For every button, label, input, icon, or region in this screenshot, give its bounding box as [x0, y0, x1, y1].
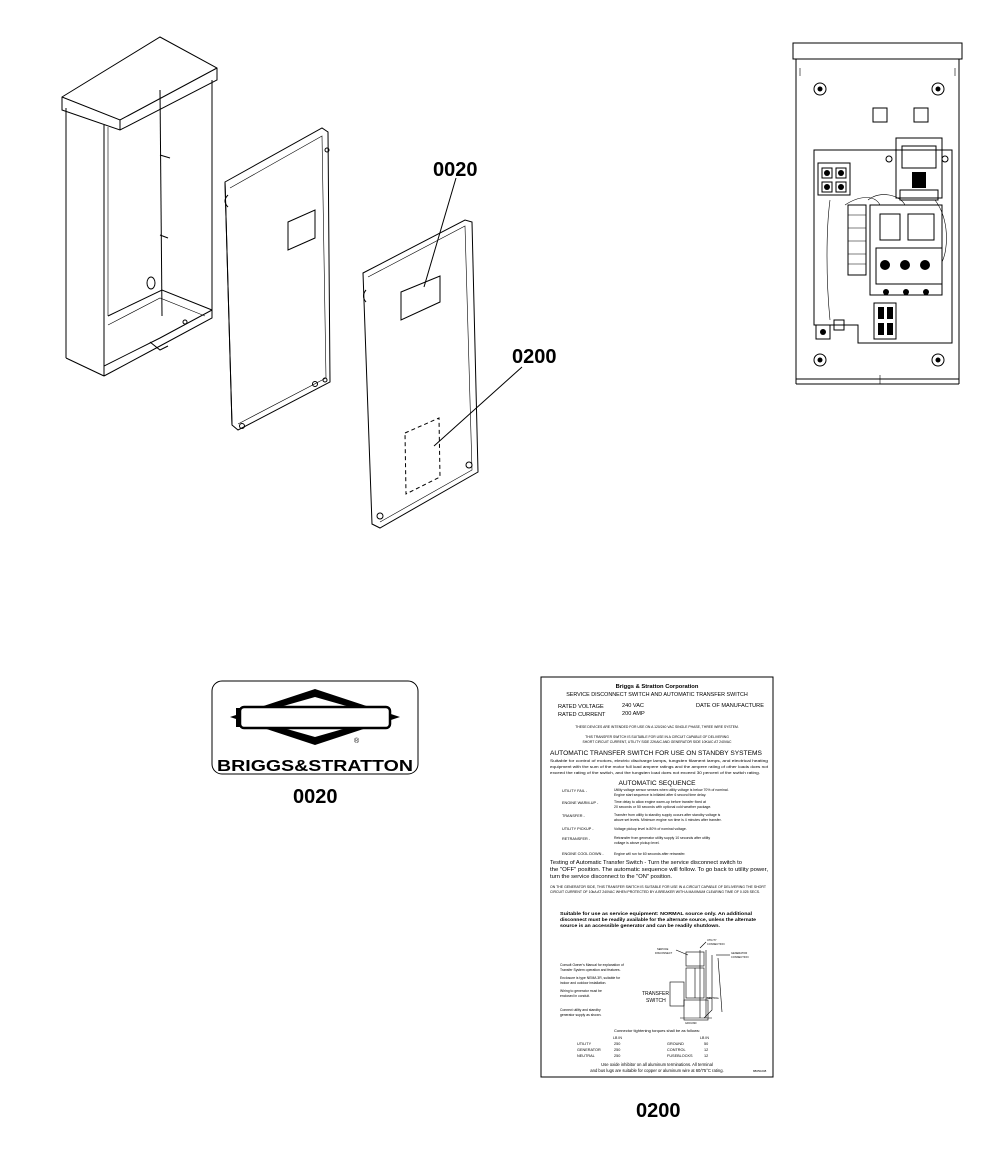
sequence-heading: AUTOMATIC SEQUENCE: [618, 780, 696, 787]
torque-unit-right: LB IN: [700, 1036, 709, 1040]
testing-line-1: Testing of Automatic Transfer Switch - T…: [550, 860, 742, 866]
diagram-transfer-switch: TRANSFER: [642, 991, 669, 997]
ats-para-2: equipment with the sum of the motor full…: [550, 764, 769, 769]
note-line: enclosed in conduit.: [560, 994, 590, 998]
enclosure-drawing: [61, 36, 218, 377]
seq-val: Time delay to allow engine warm-up befor…: [614, 800, 706, 804]
callout-0020-top: 0020: [433, 159, 478, 181]
seq-val: Utility voltage sensor senses when utili…: [614, 788, 729, 792]
ats-para-1: Suitable for control of motors, electric…: [550, 758, 768, 763]
seq-val: 20 seconds or 50 seconds with optional c…: [614, 805, 711, 809]
rated-voltage-value: 240 VAC: [622, 703, 644, 709]
torque-val: 250: [614, 1042, 620, 1046]
seq-val: Retransfer from generator utility supply…: [614, 836, 710, 840]
suitable-line-1: THIS TRANSFER SWITCH IS SUITABLE FOR USE…: [585, 735, 729, 739]
generator-side-line-2: CIRCUIT CURRENT OF 10kA AT 240VAC WHEN P…: [550, 890, 760, 894]
data-label-0200: Briggs & Stratton Corporation SERVICE DI…: [540, 676, 774, 1078]
note-line: Consult Owner's Manual for explanation o…: [560, 963, 624, 967]
service-equipment-line-2: disconnect must be readily available for…: [560, 917, 756, 922]
callout-0200-label: 0200: [636, 1100, 681, 1122]
seq-key: UTILITY PICKUP -: [562, 827, 594, 831]
footer-line-2: and bus lugs are suitable for copper or …: [590, 1068, 723, 1073]
torque-val: 12: [704, 1054, 708, 1058]
seq-val: above set levels. Minimum engine run tim…: [614, 818, 722, 822]
seq-key: RETRANSFER -: [562, 837, 591, 841]
service-equipment-line-1: Suitable for use as service equipment: N…: [560, 911, 752, 916]
torque-val: 12: [704, 1048, 708, 1052]
date-of-manufacture-label: DATE OF MANUFACTURE: [696, 703, 764, 709]
torque-key: UTILITY: [577, 1042, 592, 1046]
diagram-transfer-switch-2: SWITCH: [646, 998, 666, 1004]
logo-brand-text: BRIGGS&STRATTON: [217, 758, 413, 775]
diagram-service-disconnect: SERVICE: [657, 947, 669, 951]
label-part-number: 88050208: [753, 1069, 767, 1073]
rated-voltage-label: RATED VOLTAGE: [558, 704, 604, 710]
seq-val: Engine start sequence is initiated after…: [614, 793, 706, 797]
outer-cover-drawing: [362, 177, 523, 529]
torque-val: 250: [614, 1048, 620, 1052]
torque-key: CONTROL: [667, 1048, 686, 1052]
generator-side-line-1: ON THE GENERATOR SIDE, THIS TRANSFER SWI…: [550, 885, 766, 889]
diagram-neutral: NEUTRAL: [707, 996, 720, 1000]
seq-val: Engine will run for 60 seconds after ret…: [614, 852, 685, 856]
diagram-generator-connection-2: CONNECTION: [731, 955, 749, 959]
note-line: Enclosure is type NEMA 3R, suitable for: [560, 976, 621, 980]
diagram-ground: GROUND: [685, 1021, 697, 1025]
seq-key: ENGINE WARM-UP -: [562, 801, 599, 805]
seq-key: ENGINE COOL DOWN -: [562, 852, 604, 856]
testing-line-3: turn the service disconnect to the "ON" …: [550, 874, 672, 880]
wiring-diagram: SERVICE DISCONNECT UTILITY CONNECTION GE…: [642, 938, 749, 1025]
screw-icon: [813, 82, 945, 367]
seq-key: UTILITY FAIL -: [562, 789, 588, 793]
inner-door-drawing: [224, 127, 331, 431]
note-line: Wiring to generator must be: [560, 989, 602, 993]
rated-current-label: RATED CURRENT: [558, 712, 606, 718]
testing-line-2: the "OFF" position. The automatic sequen…: [550, 867, 768, 873]
suitable-line-2: SHORT CIRCUIT CURRENT, UTILITY SIDE 22KA…: [582, 740, 732, 744]
torque-heading: Connector tightening torques shall be as…: [614, 1028, 700, 1033]
seq-val: Voltage pickup level is 80% of nominal v…: [614, 827, 687, 831]
seq-key: TRANSFER -: [562, 814, 586, 818]
intended-line: THESE DEVICES ARE INTENDED FOR USE ON A …: [575, 725, 739, 729]
seq-val: voltage is above pickup level.: [614, 841, 660, 845]
logo-reg-mark: ®: [354, 737, 360, 745]
briggs-stratton-logo: ® BRIGGS&STRATTON: [211, 680, 419, 775]
note-line: Connect utility and standby: [560, 1008, 601, 1012]
callout-0020-logo: 0020: [293, 786, 338, 808]
panel-front-view: [792, 42, 963, 385]
torque-key: GENERATOR: [577, 1048, 601, 1052]
ats-para-3: exceed the rating of the switch, and the…: [550, 770, 760, 775]
service-equipment-line-3: source is an accessible generator and ca…: [560, 923, 720, 928]
rated-current-value: 200 AMP: [622, 711, 645, 717]
callout-0200-top: 0200: [512, 346, 557, 368]
note-line: Transfer System operation and features.: [560, 968, 621, 972]
seq-val: Transfer from utility to standby supply …: [614, 813, 721, 817]
diagram-utility-connection-2: CONNECTION: [707, 942, 725, 946]
torque-key: GROUND: [667, 1042, 684, 1046]
ats-heading: AUTOMATIC TRANSFER SWITCH FOR USE ON STA…: [550, 750, 762, 757]
label-title: SERVICE DISCONNECT SWITCH AND AUTOMATIC …: [566, 692, 748, 698]
note-line: generator supply as shown.: [560, 1013, 602, 1017]
footer-line-1: Use oxide inhibitor on all aluminum term…: [601, 1062, 713, 1067]
diagram-utility-connection: UTILITY: [707, 938, 717, 942]
diagram-service-disconnect-2: DISCONNECT: [655, 951, 673, 955]
diagram-generator-connection: GENERATOR: [731, 951, 747, 955]
torque-unit-left: LB IN: [613, 1036, 622, 1040]
note-line: indoor and outdoor installation.: [560, 981, 606, 985]
torque-key: FUSEBLOCKS: [667, 1054, 693, 1058]
torque-val: 50: [704, 1042, 708, 1046]
torque-val: 250: [614, 1054, 620, 1058]
torque-key: NEUTRAL: [577, 1054, 595, 1058]
label-company: Briggs & Stratton Corporation: [616, 684, 699, 690]
